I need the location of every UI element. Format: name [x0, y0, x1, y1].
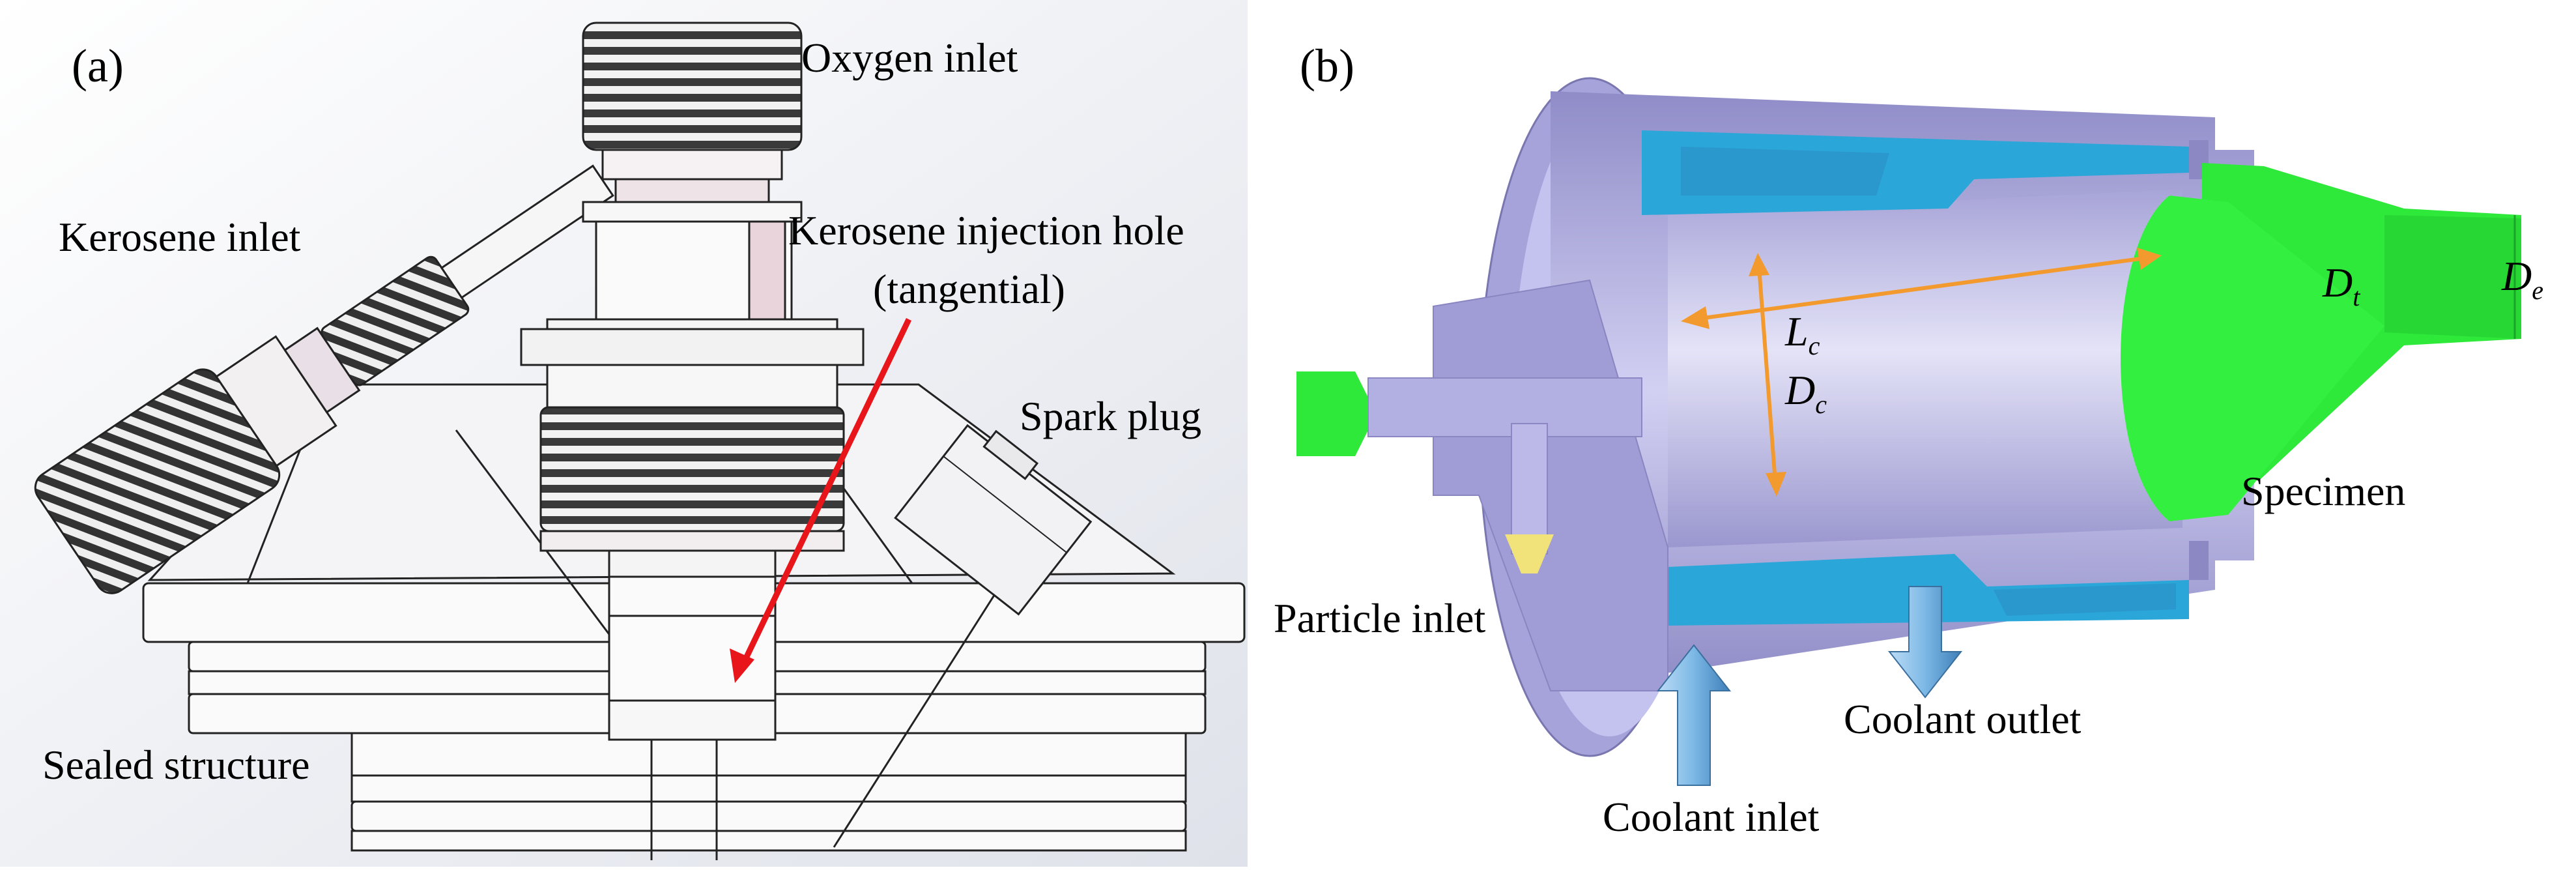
spark-thread-body [539, 406, 845, 532]
kerosene-injection-arrow [730, 318, 912, 683]
oxygen-inlet-label: Oxygen inlet [801, 35, 1018, 81]
spark-plug [894, 424, 1093, 616]
spark-plug-label: Spark plug [1020, 393, 1201, 439]
sealed-structure-label: Sealed structure [42, 742, 310, 788]
coolant-inlet-label: Coolant inlet [1603, 794, 1820, 840]
panel-b: (b) Lc Dc Dt De Specimen Particle inlet … [1254, 0, 2576, 867]
dim-lc-label: Lc [1784, 308, 1820, 360]
dimension-lines [1681, 248, 2162, 497]
dim-lc-line [1693, 255, 2151, 321]
particle-inlet-label: Particle inlet [1274, 595, 1485, 641]
oxygen-inlet-thread [582, 22, 803, 151]
kerosene-inlet-fitting [34, 164, 614, 594]
dim-dc-label: Dc [1784, 367, 1827, 419]
coolant-outlet-label: Coolant outlet [1844, 696, 2082, 742]
kerosene-injection-sublabel: (tangential) [873, 266, 1065, 312]
panel-a-label: (a) [72, 40, 124, 92]
combustor-body [1296, 77, 2254, 757]
panel-b-label: (b) [1300, 40, 1354, 92]
dim-dt-label: Dt [2322, 259, 2360, 312]
kerosene-injection-label: Kerosene injection hole [788, 207, 1184, 254]
coolant-outlet-arrow [1887, 586, 1963, 699]
kerosene-inlet-label: Kerosene inlet [59, 214, 301, 260]
panel-a: (a) Oxygen inlet Kerosene inlet Kerosene… [0, 0, 1248, 867]
dim-dc-line [1757, 267, 1777, 483]
coolant-inlet-arrow [1656, 644, 1732, 786]
specimen-label: Specimen [2241, 468, 2405, 514]
dim-de-label: De [2501, 253, 2543, 305]
oxygen-column [520, 22, 865, 860]
specimen [2121, 163, 2521, 521]
panel-divider [1248, 0, 1254, 867]
